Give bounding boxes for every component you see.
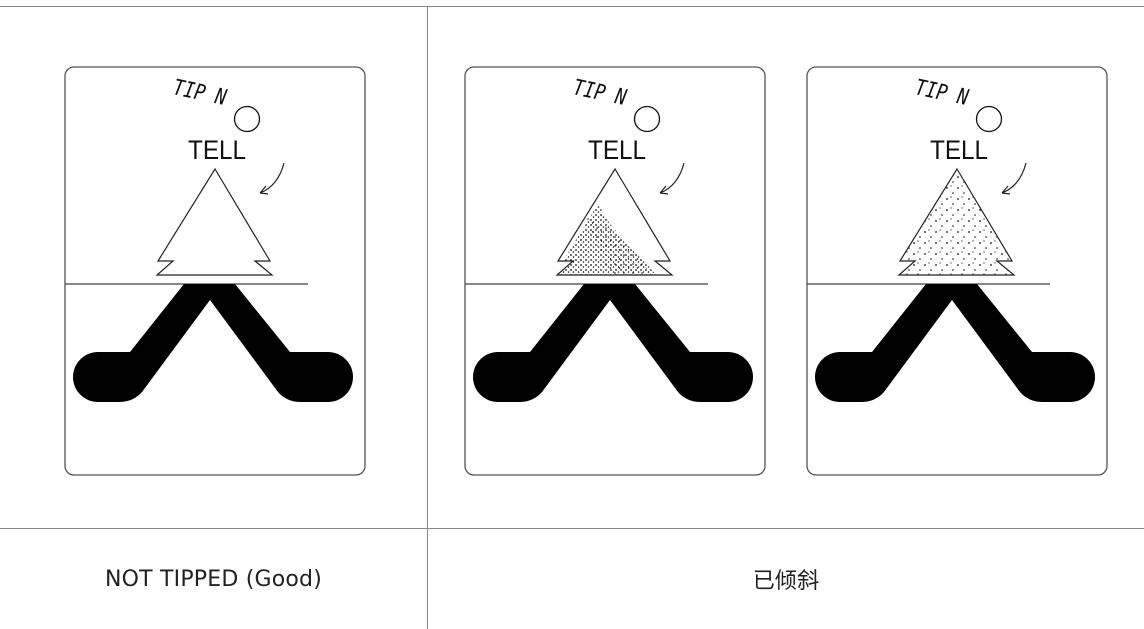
indicator-card-tipped-partial: TIP N TELL	[460, 64, 770, 479]
chevron-base	[73, 284, 353, 402]
triangle-window	[897, 167, 1016, 276]
label-tell: TELL	[588, 136, 646, 165]
label-tell: TELL	[930, 136, 988, 165]
arrow-icon	[659, 162, 685, 195]
chevron-base	[473, 284, 753, 402]
label-tell: TELL	[188, 136, 246, 165]
arrow-icon	[1001, 162, 1027, 195]
triangle-window	[155, 167, 274, 276]
caption-tipped: 已倾斜	[752, 569, 820, 594]
dot-fill-partial	[557, 204, 660, 275]
circle-symbol	[633, 105, 661, 133]
caption-not-tipped: NOT TIPPED (Good)	[105, 566, 322, 592]
indicator-card-not-tipped: TIP N TELL	[60, 64, 370, 479]
chevron-base	[815, 284, 1095, 402]
indicator-card-tipped-scattered: TIP N TELL	[802, 64, 1112, 479]
triangle-window	[555, 167, 674, 276]
circle-symbol	[975, 105, 1003, 133]
circle-symbol	[233, 105, 261, 133]
arrow-icon	[259, 162, 285, 195]
